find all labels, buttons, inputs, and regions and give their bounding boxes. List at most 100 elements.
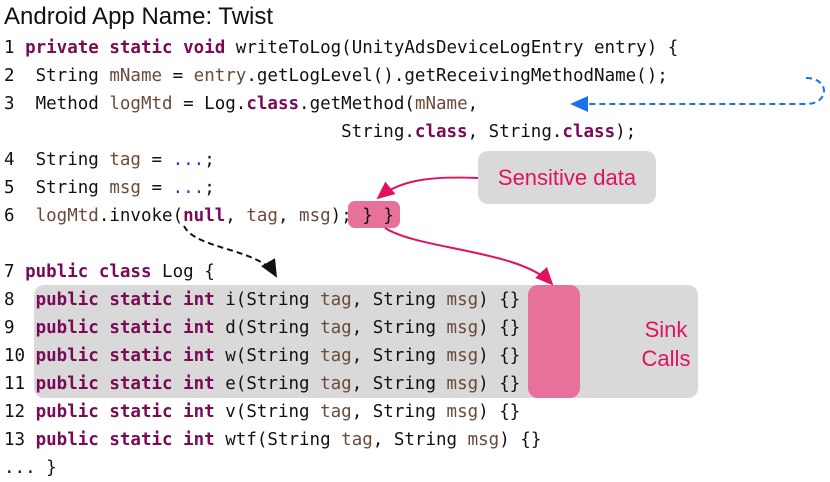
code-line-11: 11 public static int e(String tag, Strin… <box>4 370 520 398</box>
code-token: entry <box>193 66 247 86</box>
code-token: , String <box>372 430 468 450</box>
code-token: writeToLog(UnityAdsDeviceLogEntry entry)… <box>225 38 679 58</box>
code-token: w(String <box>214 346 321 366</box>
code-token: ) {} <box>478 346 521 366</box>
code-token: tag <box>320 374 352 394</box>
code-token: = <box>140 178 173 198</box>
mname-flow-arrow <box>570 77 825 112</box>
code-token: 2 String <box>4 66 110 86</box>
code-line-4: 4 String tag = ...; <box>4 146 215 174</box>
code-token: mName <box>109 66 163 86</box>
code-token: private static void <box>25 38 226 58</box>
invoke-to-log-arrow <box>183 225 277 278</box>
code-line-10: 10 public static int w(String tag, Strin… <box>4 342 520 370</box>
code-token: , String <box>351 318 447 338</box>
code-line-2: 2 String mName = entry.getLogLevel().get… <box>4 62 668 90</box>
sensitive-data-callout: Sensitive data <box>478 151 656 204</box>
code-token: , String <box>351 290 447 310</box>
code-token: msg <box>446 290 479 310</box>
code-token: null <box>183 206 226 226</box>
code-token: mName <box>414 94 468 114</box>
code-token: public static int <box>35 290 215 310</box>
code-token: 6 <box>4 206 36 226</box>
code-line-9: 9 public static int d(String tag, String… <box>4 314 520 342</box>
sink-label-line-1: Sink <box>644 317 688 342</box>
code-token: class <box>414 122 468 142</box>
invoke-msg-highlight <box>348 201 400 228</box>
code-token: tag <box>320 318 352 338</box>
code-token: .invoke( <box>98 206 184 226</box>
code-token: , String <box>351 346 447 366</box>
code-token: , String. <box>467 122 563 142</box>
code-token: public static int <box>35 346 215 366</box>
code-token: 1 <box>4 38 26 58</box>
code-token: ... <box>172 150 205 170</box>
code-token: msg <box>446 318 479 338</box>
code-line-13: 13 public static int wtf(String tag, Str… <box>4 426 541 454</box>
code-token: tag <box>246 206 278 226</box>
code-token: tag <box>341 430 373 450</box>
code-token: tag <box>320 346 352 366</box>
code-token: ) {} <box>478 402 521 422</box>
code-token: msg <box>446 374 479 394</box>
code-token: msg <box>299 206 331 226</box>
code-token: 4 String <box>4 150 110 170</box>
code-listing: 1 private static void writeToLog(UnityAd… <box>0 0 678 478</box>
code-token: .getMethod( <box>299 94 415 114</box>
code-token: msg <box>446 346 479 366</box>
code-token: = <box>140 150 173 170</box>
code-token: tag <box>109 150 141 170</box>
code-token: class <box>246 94 300 114</box>
code-token: 7 <box>4 262 26 282</box>
sink-label-line-2: Calls <box>641 346 691 371</box>
code-line-12: 12 public static int v(String tag, Strin… <box>4 398 520 426</box>
code-token: 9 <box>4 318 36 338</box>
code-token: class <box>562 122 616 142</box>
code-token: ); } } <box>330 206 394 226</box>
code-token: i(String <box>214 290 321 310</box>
code-token: public static int <box>35 374 215 394</box>
code-token: tag <box>320 290 352 310</box>
code-token: 3 Method <box>4 94 110 114</box>
code-line-6: 6 logMtd.invoke(null, tag, msg); } } <box>4 202 394 230</box>
code-token: = <box>162 66 194 86</box>
code-token: msg <box>446 402 479 422</box>
code-token: , String <box>351 374 447 394</box>
code-token: String. <box>4 122 415 142</box>
code-line-8: 8 public static int i(String tag, String… <box>4 286 520 314</box>
code-token: msg <box>467 430 500 450</box>
code-line-3-continued: String.class, String.class); <box>4 118 636 146</box>
code-token: e(String <box>214 374 321 394</box>
sink-calls-label: Sink Calls <box>640 315 692 373</box>
code-token: 5 String <box>4 178 110 198</box>
code-token: d(String <box>214 318 321 338</box>
sensitive-data-arrow <box>376 176 479 200</box>
code-token: 11 <box>4 374 36 394</box>
code-token: = Log. <box>172 94 247 114</box>
code-token: 10 <box>4 346 36 366</box>
code-token: ) {} <box>478 318 521 338</box>
code-token: , <box>225 206 247 226</box>
code-line-3: 3 Method logMtd = Log.class.getMethod(mN… <box>4 90 478 118</box>
code-token: 8 <box>4 290 36 310</box>
code-line-ellipsis: ... } <box>4 454 57 482</box>
code-token: .getLogLevel().getReceivingMethodName(); <box>246 66 668 86</box>
code-token: Log { <box>151 262 215 282</box>
code-line-1: 1 private static void writeToLog(UnityAd… <box>4 34 678 62</box>
code-token: , <box>467 94 479 114</box>
code-token: ... } <box>4 458 57 478</box>
code-token: , String <box>351 402 447 422</box>
code-token: 13 <box>4 430 36 450</box>
msg-to-sink-arrow <box>384 227 554 286</box>
code-token: logMtd <box>35 206 99 226</box>
code-line-7: 7 public class Log { <box>4 258 215 286</box>
code-token: public static int <box>35 318 215 338</box>
code-token: ); <box>615 122 637 142</box>
code-token: wtf(String <box>214 430 342 450</box>
code-token: ; <box>204 178 215 198</box>
code-token: , <box>277 206 300 226</box>
code-token: ) {} <box>478 290 521 310</box>
code-token: 12 <box>4 402 36 422</box>
sink-msg-highlight <box>528 285 580 398</box>
